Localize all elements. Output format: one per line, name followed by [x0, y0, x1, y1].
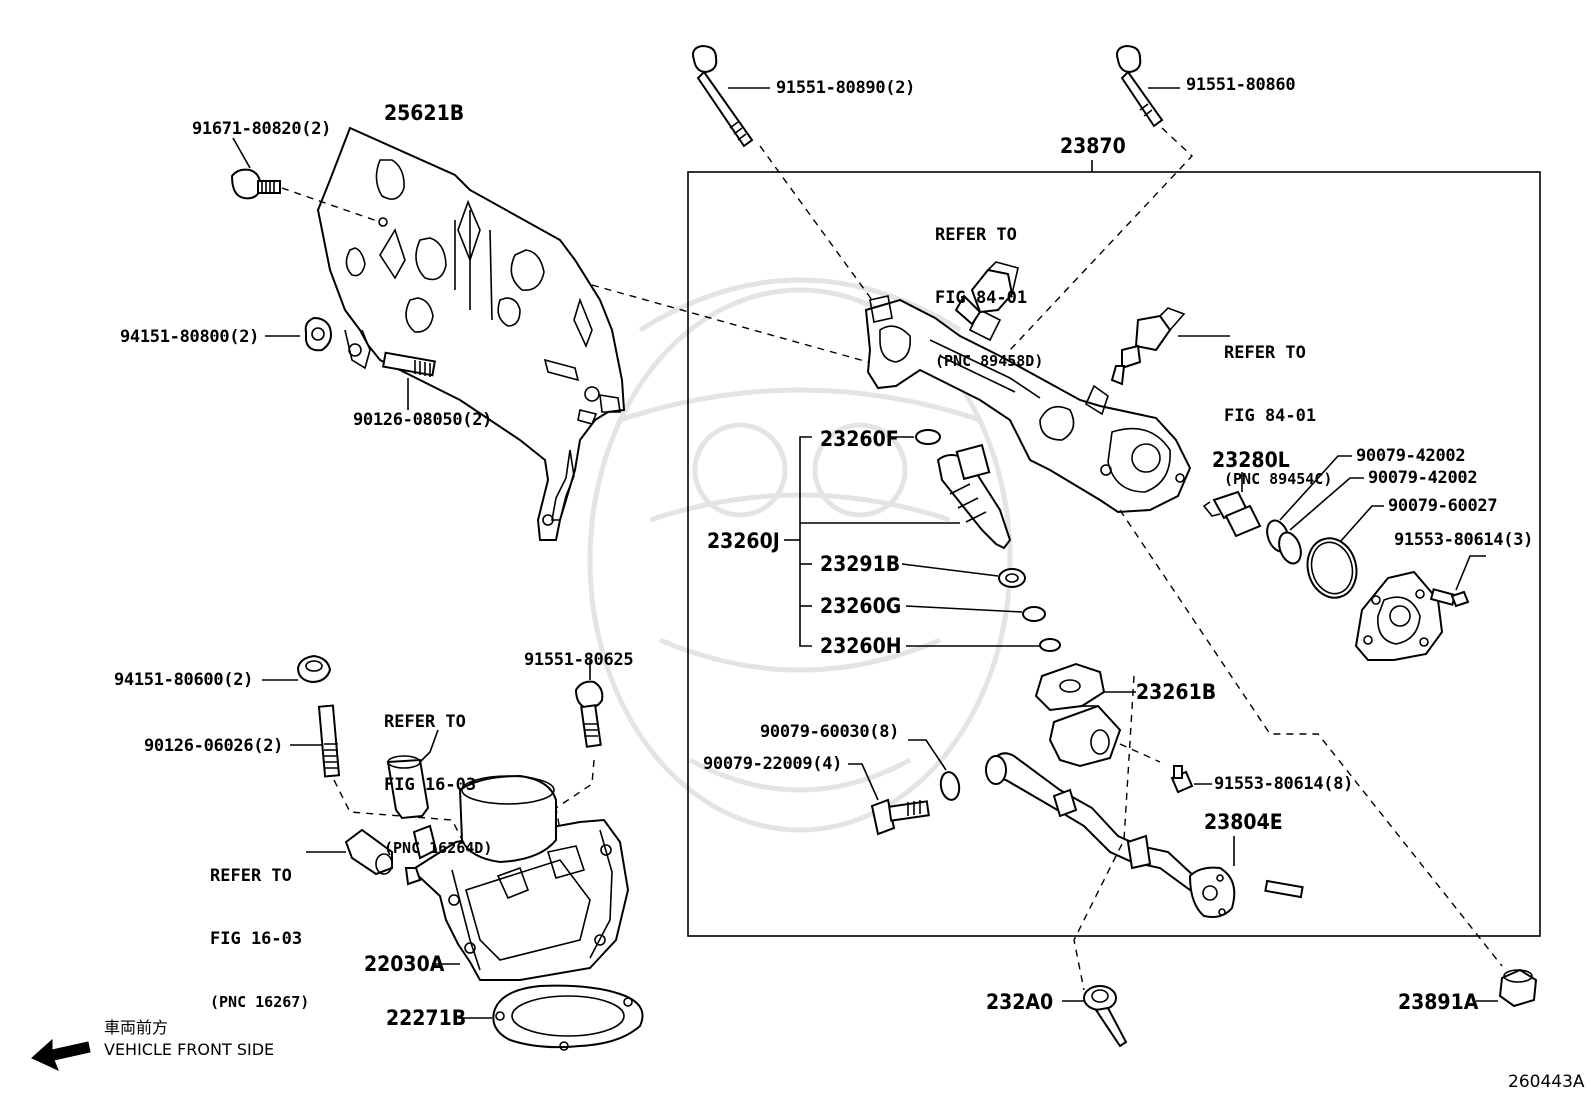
- ref-line: (PNC 16267): [210, 993, 310, 1011]
- label-90079-22009: 90079-22009(4): [703, 754, 843, 774]
- o-ring-23260H: [1039, 638, 1061, 652]
- ref-line: (PNC 16264D): [384, 839, 493, 857]
- label-90079-42002-a: 90079-42002: [1356, 446, 1466, 466]
- label-23261B: 23261B: [1136, 680, 1217, 704]
- bolt-91553-80614-3: [1429, 588, 1470, 608]
- label-90126-08050: 90126-08050(2): [353, 410, 493, 430]
- ref-line: REFER TO: [935, 225, 1017, 245]
- ref-line: (PNC 89454C): [1224, 470, 1333, 488]
- label-23260J: 23260J: [707, 529, 780, 553]
- cover-plate: [1354, 570, 1444, 661]
- label-232A0: 232A0: [986, 990, 1054, 1014]
- sensor-89454C: [1110, 307, 1186, 386]
- label-23260G: 23260G: [820, 594, 902, 618]
- ref-line: FIG 16-03: [210, 929, 303, 949]
- damper-23280L: [1202, 490, 1262, 538]
- part-23891A: [1498, 968, 1538, 1008]
- label-91551-80625: 91551-80625: [524, 650, 634, 670]
- label-90079-60027: 90079-60027: [1388, 496, 1498, 516]
- bolt-91551-80860: [1116, 44, 1164, 128]
- ref-line: FIG 84-01: [1224, 406, 1317, 426]
- o-ring-90079-60027: [1306, 537, 1358, 599]
- ref-line: REFER TO: [384, 712, 466, 732]
- label-23804E: 23804E: [1204, 810, 1283, 834]
- bolt-90079-22009: [870, 798, 930, 836]
- ref-fig-16-03-16267: REFER TO FIG 16-03 (PNC 16267): [210, 824, 309, 1034]
- ref-fig-16-03-16264D: REFER TO FIG 16-03 (PNC 16264D): [384, 670, 492, 880]
- watermark-emblem: [587, 277, 1013, 833]
- o-ring-90079-42002: [1266, 519, 1302, 565]
- stud-23804E: [1264, 879, 1304, 899]
- o-ring-90079-60030: [939, 771, 961, 801]
- injector-23260J: [936, 443, 1012, 550]
- o-ring-23260G: [1022, 606, 1046, 622]
- label-94151-80600: 94151-80600(2): [114, 670, 254, 690]
- fuel-delivery-pipe: [864, 295, 1192, 514]
- label-90126-06026: 90126-06026(2): [144, 736, 284, 756]
- assembly-box-23870: [687, 171, 1541, 937]
- label-23260F: 23260F: [820, 427, 899, 451]
- label-23291B: 23291B: [820, 552, 901, 576]
- label-23260H: 23260H: [820, 634, 902, 658]
- bolt-91551-80890: [692, 44, 754, 148]
- label-91551-80860: 91551-80860: [1186, 75, 1296, 95]
- label-22271B: 22271B: [386, 1006, 467, 1030]
- seal-23291B: [998, 568, 1026, 588]
- label-91671-80820: 91671-80820(2): [192, 119, 332, 139]
- fuel-pipe-23804E: [985, 752, 1236, 918]
- label-23870: 23870: [1060, 134, 1126, 158]
- vehicle-front-en: VEHICLE FRONT SIDE: [104, 1040, 275, 1059]
- hose-16267: [344, 828, 393, 876]
- label-25621B: 25621B: [384, 101, 465, 125]
- ref-line: FIG 84-01: [935, 288, 1028, 308]
- diagram-id: 260443A: [1508, 1072, 1585, 1092]
- vehicle-front-jp: 車両前方: [104, 1018, 169, 1037]
- label-90079-60030: 90079-60030(8): [760, 722, 900, 742]
- ref-line: FIG 16-03: [384, 775, 477, 795]
- ref-fig-84-01-89454C: REFER TO FIG 84-01 (PNC 89454C): [1224, 301, 1332, 511]
- throttle-body-22030A: [404, 774, 630, 981]
- ref-line: REFER TO: [210, 866, 292, 886]
- label-94151-80800: 94151-80800(2): [120, 327, 260, 347]
- label-91553-80614-3: 91553-80614(3): [1394, 530, 1534, 550]
- nut-94151-80800: [304, 316, 332, 352]
- bolt-91553-80614-8: [1170, 765, 1194, 794]
- label-91551-80890: 91551-80890(2): [776, 78, 916, 98]
- ref-fig-84-01-89458D: REFER TO FIG 84-01 (PNC 89458D): [935, 183, 1043, 393]
- stud-90126-06026: [317, 704, 341, 778]
- label-90079-42002-b: 90079-42002: [1368, 468, 1478, 488]
- hose-16264D: [386, 755, 430, 820]
- bolt-91551-80625: [574, 680, 604, 748]
- adapter-23261B: [1034, 662, 1122, 768]
- ref-line: REFER TO: [1224, 343, 1306, 363]
- ref-line: (PNC 89458D): [935, 352, 1044, 370]
- gasket-22271B: [492, 984, 644, 1051]
- stud-90126-08050: [382, 351, 436, 377]
- label-23891A: 23891A: [1398, 990, 1479, 1014]
- label-23280L: 23280L: [1212, 448, 1290, 472]
- part-232A0: [1083, 985, 1128, 1048]
- front-arrow-icon: [31, 1038, 91, 1071]
- heat-insulator-25621B: [316, 126, 626, 541]
- nut-94151-80600: [296, 654, 332, 684]
- label-91553-80614-8: 91553-80614(8): [1214, 774, 1354, 794]
- bolt-91671-80820: [230, 168, 281, 200]
- o-ring-23260F: [915, 429, 941, 445]
- sensor-89458D: [954, 261, 1019, 326]
- label-22030A: 22030A: [364, 952, 445, 976]
